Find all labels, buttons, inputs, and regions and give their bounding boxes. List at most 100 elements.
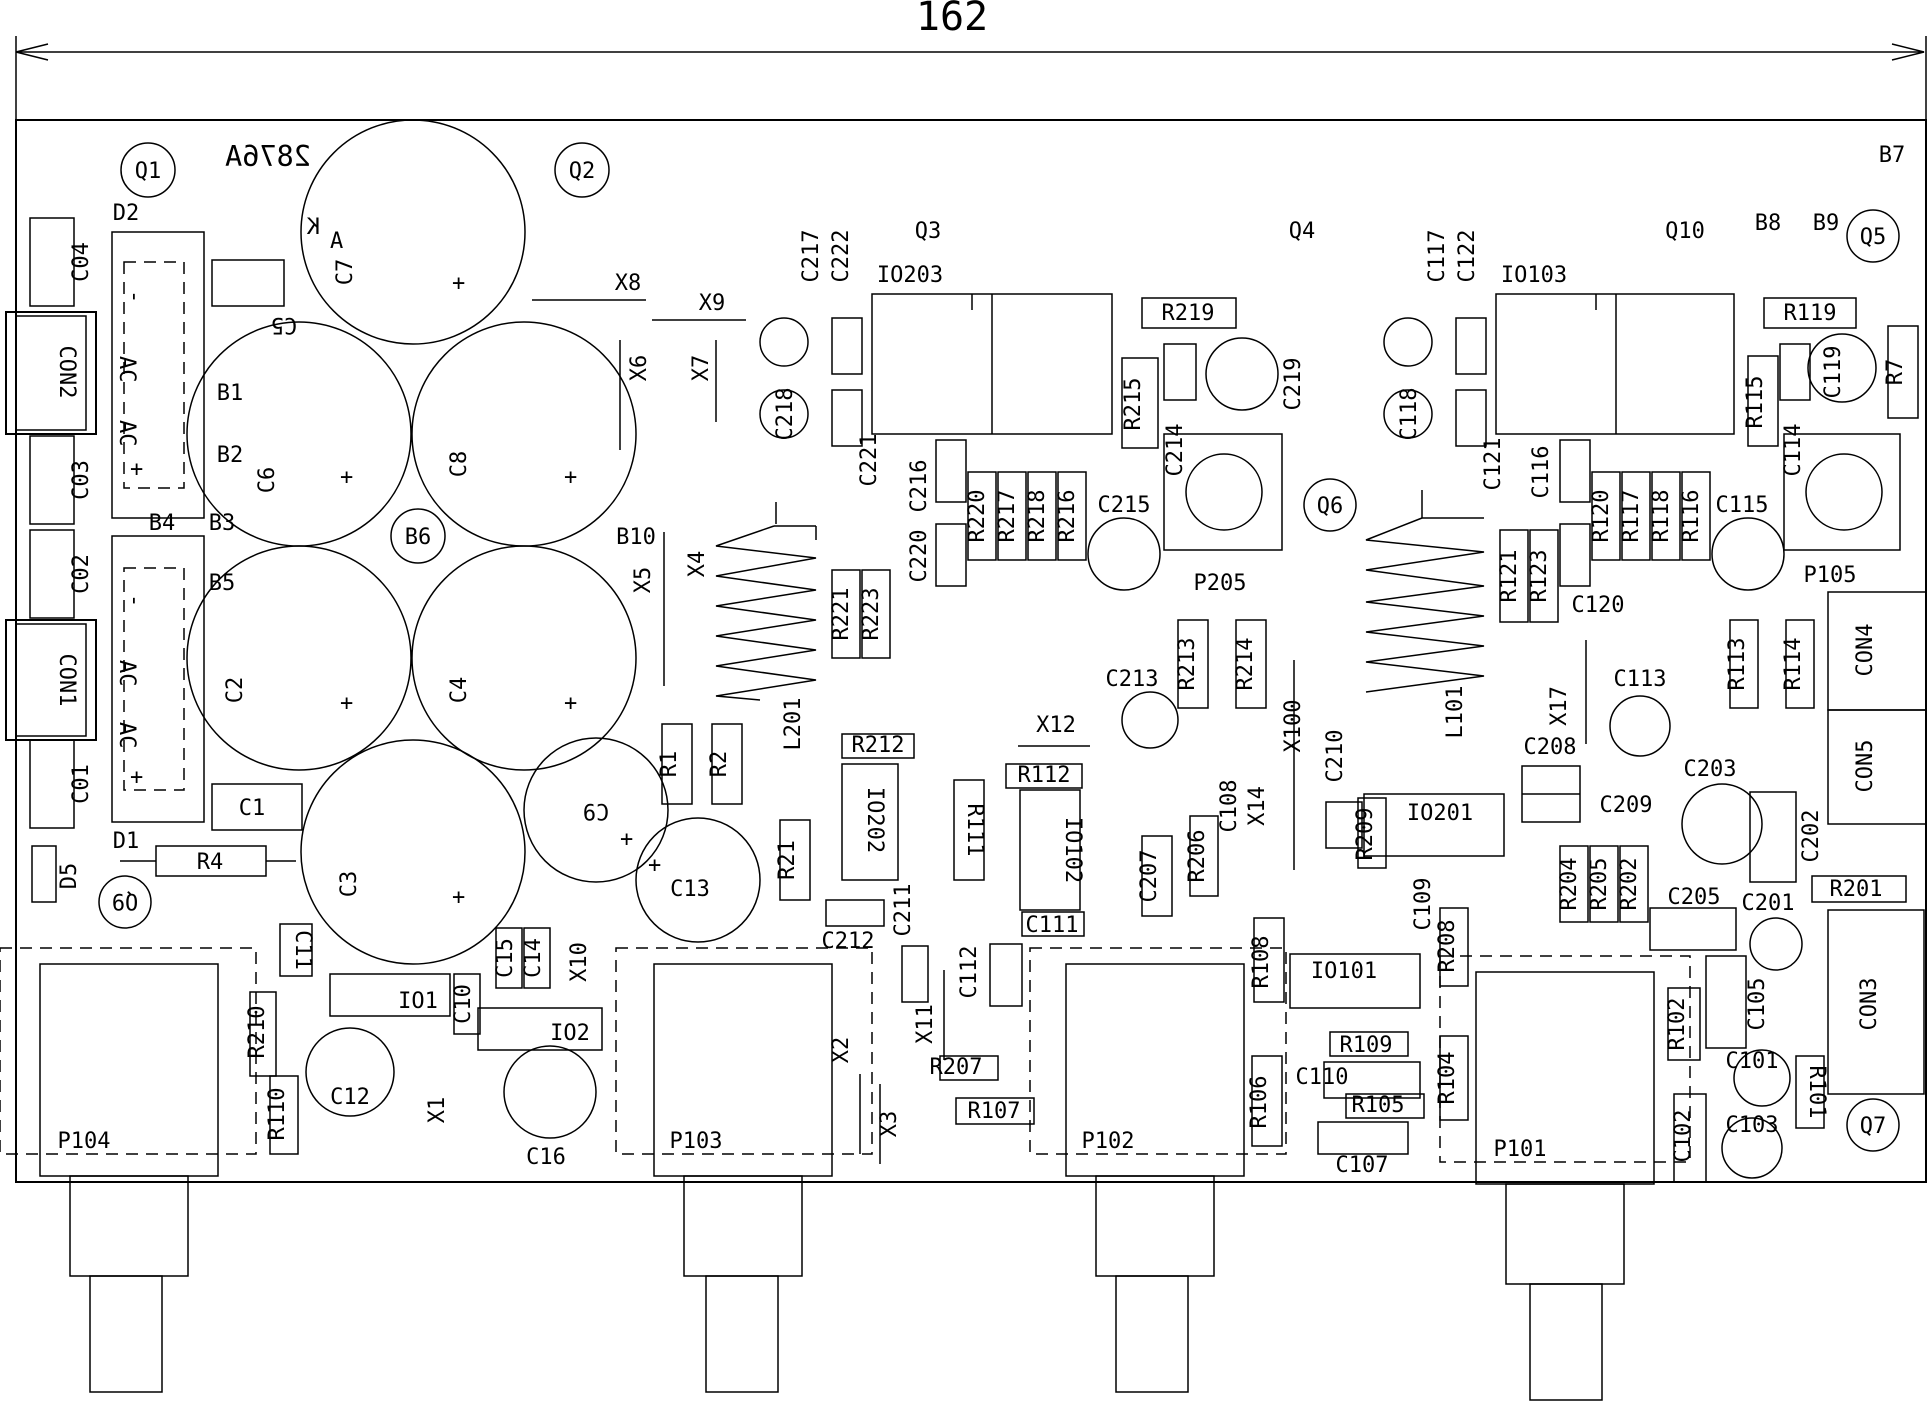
- label-R113: R113: [1725, 638, 1750, 691]
- label-C119: C119: [1821, 346, 1846, 399]
- label-C208: C208: [1524, 735, 1577, 760]
- label-C203: C203: [1684, 757, 1737, 782]
- label-R207: R207: [930, 1055, 983, 1080]
- reservoir-capacitors: C7 + K A C6 + C8 + C2 + C4 + C3 + C9 + C…: [120, 119, 761, 1170]
- label-L101: L101: [1443, 686, 1468, 739]
- label-Q4: Q4: [1289, 219, 1316, 244]
- label-C101: C101: [1726, 1049, 1779, 1074]
- label-R216: R216: [1055, 490, 1080, 543]
- label-C13: C13: [670, 877, 710, 902]
- label-IO203: IO203: [877, 263, 943, 288]
- dimension-label: 162: [916, 0, 988, 40]
- label-X17: X17: [1547, 686, 1572, 726]
- label-X8: X8: [615, 271, 642, 296]
- label-C219: C219: [1281, 358, 1306, 411]
- label-X3: X3: [877, 1111, 902, 1138]
- label-C107: C107: [1336, 1153, 1389, 1178]
- svg-text:+: +: [452, 271, 465, 296]
- label-Q9: Q9: [112, 888, 139, 913]
- label-R117: R117: [1619, 490, 1644, 543]
- svg-text:+: +: [564, 465, 577, 490]
- label-R223: R223: [859, 588, 884, 641]
- svg-text:+: +: [564, 691, 577, 716]
- label-CON4: CON4: [1853, 624, 1878, 677]
- label-R4: R4: [197, 850, 224, 875]
- label-C1: C1: [239, 796, 266, 821]
- label-R206: R206: [1185, 830, 1210, 883]
- label-C5: C5: [271, 312, 298, 337]
- label-C03: C03: [69, 460, 94, 500]
- label-R204: R204: [1557, 858, 1582, 911]
- label-B4: B4: [149, 511, 176, 536]
- svg-text:+: +: [648, 853, 661, 878]
- potentiometers: P104 R210 R110 P103 P102 P101: [0, 947, 1691, 1401]
- label-X4: X4: [685, 551, 710, 578]
- label-C11: C11: [290, 930, 315, 970]
- label-R213: R213: [1175, 638, 1200, 691]
- label-C117: C117: [1425, 230, 1450, 283]
- label-A: A: [330, 229, 343, 254]
- label-X6: X6: [627, 355, 652, 382]
- label-R202: R202: [1617, 858, 1642, 911]
- label-IO101: IO101: [1311, 959, 1377, 984]
- label-P105: P105: [1804, 563, 1857, 588]
- label-R217: R217: [995, 490, 1020, 543]
- svg-text:AC: AC: [114, 722, 139, 749]
- label-R210: R210: [245, 1006, 270, 1059]
- label-B2: B2: [217, 443, 244, 468]
- label-IO103: IO103: [1501, 263, 1567, 288]
- label-R120: R120: [1589, 490, 1614, 543]
- label-C210: C210: [1323, 730, 1348, 783]
- label-C205: C205: [1668, 885, 1721, 910]
- label-C4: C4: [447, 677, 472, 704]
- label-B10: B10: [616, 525, 656, 550]
- label-Q10: Q10: [1665, 219, 1705, 244]
- part-number: 2876A: [225, 139, 311, 173]
- label-C201: C201: [1742, 891, 1795, 916]
- label-Q7: Q7: [1860, 1114, 1887, 1139]
- connector-CON2: [5, 311, 97, 435]
- label-B7: B7: [1879, 143, 1906, 168]
- label-C01: C01: [69, 764, 94, 804]
- label-R108: R108: [1249, 936, 1274, 989]
- svg-text:-: -: [122, 594, 147, 607]
- svg-text:-: -: [122, 290, 147, 303]
- label-X10: X10: [567, 942, 592, 982]
- label-C211: C211: [891, 884, 916, 937]
- label-R209: R209: [1353, 808, 1378, 861]
- label-R106: R106: [1247, 1076, 1272, 1129]
- label-C222: C222: [829, 230, 854, 283]
- label-R102: R102: [1665, 998, 1690, 1051]
- label-B9: B9: [1813, 211, 1840, 236]
- label-P103: P103: [670, 1129, 723, 1154]
- label-C16: C16: [526, 1145, 566, 1170]
- output-connectors: CON4 CON5 CON3: [1827, 591, 1927, 1095]
- label-R107: R107: [968, 1099, 1021, 1124]
- bridge-D1: [111, 535, 205, 823]
- label-C213: C213: [1106, 667, 1159, 692]
- label-C14: C14: [521, 938, 546, 978]
- label-IO102: IO102: [1060, 817, 1085, 883]
- svg-text:+: +: [452, 885, 465, 910]
- label-R110: R110: [265, 1088, 290, 1141]
- label-Q3: Q3: [915, 219, 942, 244]
- label-C220: C220: [907, 530, 932, 583]
- channel-2-output-stage: IO203 C217 C222 C218 C221 R219 R215 C219…: [657, 230, 1348, 1007]
- svg-text:AC: AC: [114, 420, 139, 447]
- label-IO201: IO201: [1407, 801, 1473, 826]
- label-P104: P104: [58, 1129, 111, 1154]
- label-C103: C103: [1726, 1113, 1779, 1138]
- board-outline: [15, 119, 1927, 1183]
- label-Q5: Q5: [1860, 225, 1887, 250]
- label-D1: D1: [113, 829, 140, 854]
- label-R109: R109: [1340, 1033, 1393, 1058]
- label-C02: C02: [69, 554, 94, 594]
- label-C114: C114: [1781, 424, 1806, 477]
- label-C212: C212: [822, 929, 875, 954]
- label-R212: R212: [852, 733, 905, 758]
- label-R2: R2: [707, 751, 732, 778]
- label-Q1: Q1: [135, 159, 162, 184]
- svg-text:+: +: [340, 691, 353, 716]
- label-X12: X12: [1036, 713, 1076, 738]
